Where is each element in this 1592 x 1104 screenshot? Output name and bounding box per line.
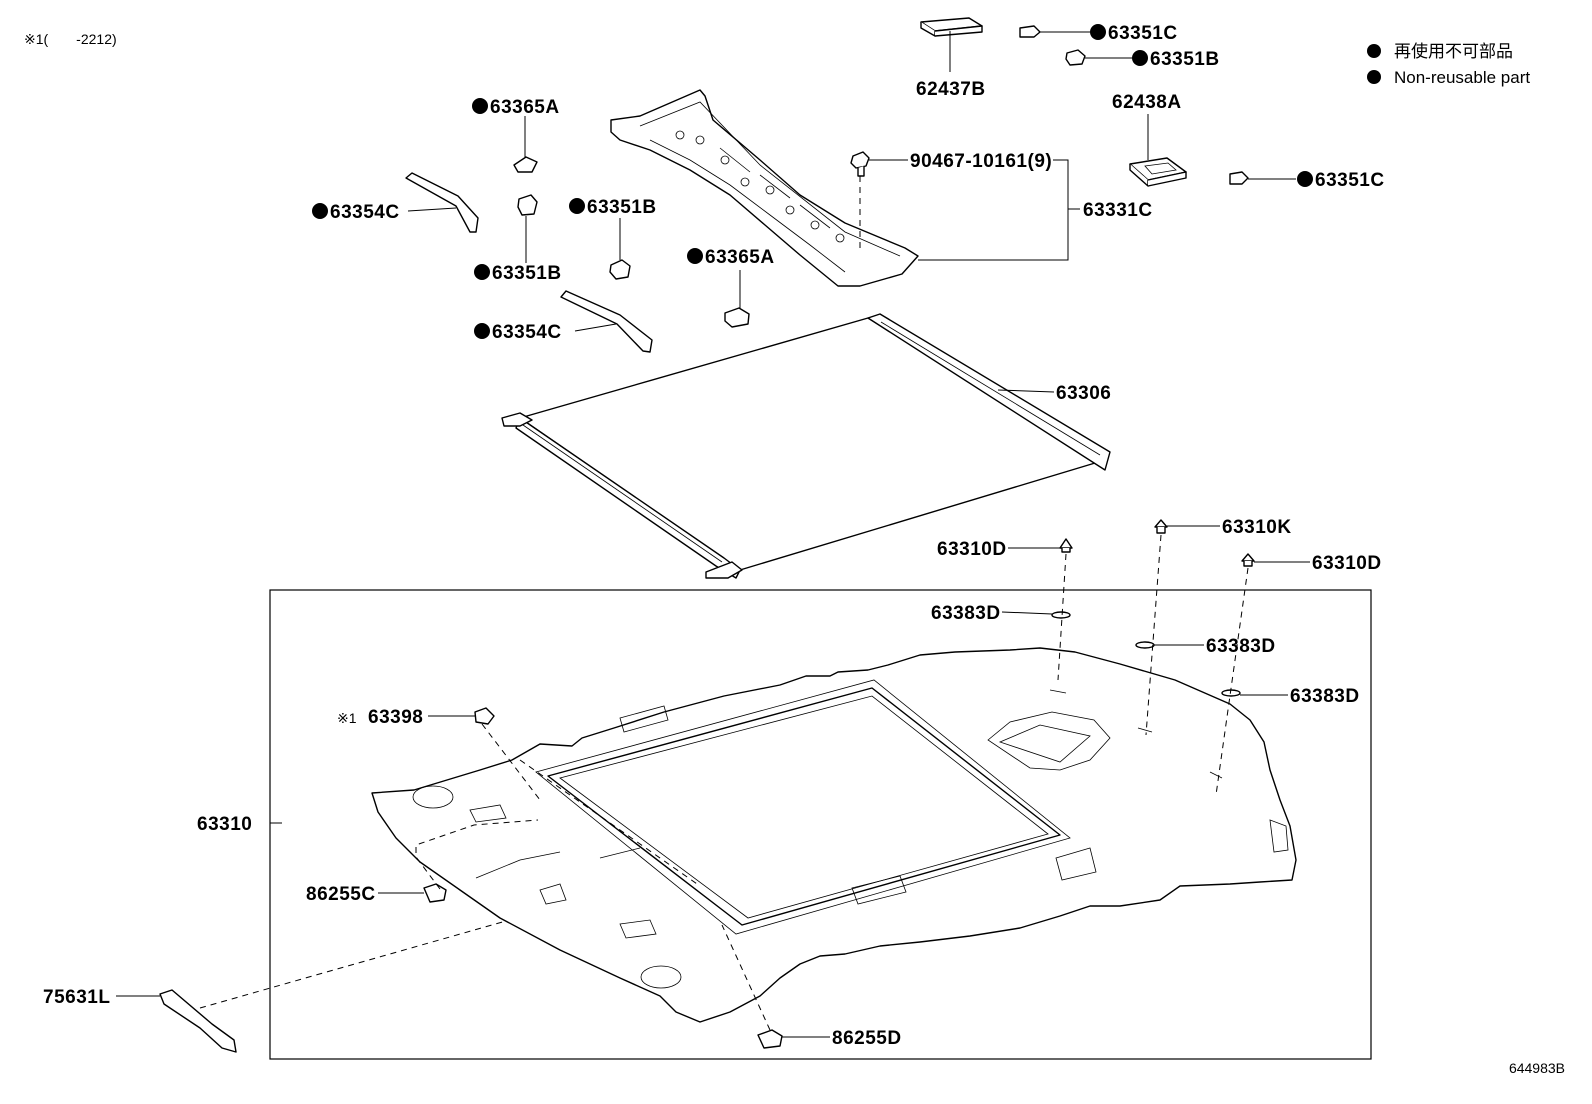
label-63351C-right[interactable]: 63351C (1315, 170, 1385, 191)
part-62438A-shape[interactable] (1129, 157, 1187, 187)
figure-id: 644983B (1509, 1060, 1565, 1076)
label-62437B[interactable]: 62437B (916, 79, 986, 100)
part-86255C-shape[interactable] (423, 883, 447, 903)
part-90467-clip-shape[interactable] (850, 151, 870, 177)
label-63354C-upper[interactable]: 63354C (330, 202, 400, 223)
part-63351C-right-shape[interactable] (1229, 171, 1249, 185)
label-63351B-mid[interactable]: 63351B (587, 197, 657, 218)
part-62437B-shape[interactable] (920, 17, 983, 37)
part-63310K-shape[interactable] (1154, 519, 1168, 534)
non-reusable-marker-icon (1132, 50, 1148, 66)
part-63351C-top-shape[interactable] (1019, 25, 1041, 38)
part-63365A-mid-shape[interactable] (724, 307, 750, 328)
legend-item-english: Non-reusable part (1394, 68, 1530, 87)
part-63310-group-box (269, 589, 1372, 1060)
legend-item-japanese: 再使用不可部品 (1394, 41, 1513, 61)
part-63310D-right-shape[interactable] (1241, 553, 1255, 567)
label-63383D-b[interactable]: 63383D (1206, 636, 1276, 657)
label-63383D-c[interactable]: 63383D (1290, 686, 1360, 707)
legend: 再使用不可部品 Non-reusable part (1367, 41, 1530, 87)
header-note: ※1( -2212) (24, 31, 117, 47)
non-reusable-marker-icon (474, 264, 490, 280)
part-63310-headliner-shape[interactable] (371, 647, 1297, 1023)
non-reusable-marker-icon (687, 248, 703, 264)
non-reusable-marker-icon (472, 98, 488, 114)
leader-lines (116, 31, 1310, 1038)
label-63310K[interactable]: 63310K (1222, 517, 1292, 538)
label-63351C-top[interactable]: 63351C (1108, 23, 1178, 44)
part-63383D-a-shape[interactable] (1051, 611, 1071, 619)
legend-bullet-icon (1367, 70, 1381, 84)
part-63354C-lower-shape[interactable] (560, 290, 653, 353)
part-63331C-shape[interactable] (610, 89, 919, 287)
non-reusable-marker-icon (569, 198, 585, 214)
label-63354C-lower[interactable]: 63354C (492, 322, 562, 343)
label-63398[interactable]: 63398 (368, 707, 423, 728)
non-reusable-marker-icon (312, 203, 328, 219)
label-75631L[interactable]: 75631L (43, 987, 110, 1008)
label-86255C[interactable]: 86255C (306, 884, 376, 905)
label-63351B-top[interactable]: 63351B (1150, 49, 1220, 70)
part-63351B-top-shape[interactable] (1065, 49, 1086, 66)
part-63351B-mid-shape[interactable] (517, 194, 538, 216)
part-63354C-upper-shape[interactable] (405, 172, 479, 233)
part-63365A-left-shape[interactable] (513, 156, 538, 173)
non-reusable-marker-icon (1297, 171, 1313, 187)
label-63331C[interactable]: 63331C (1083, 200, 1153, 221)
label-63398-prefix: ※1 (337, 710, 357, 726)
part-86255D-shape[interactable] (757, 1029, 783, 1049)
label-63306[interactable]: 63306 (1056, 383, 1111, 404)
label-86255D[interactable]: 86255D (832, 1028, 902, 1049)
label-63365A-mid[interactable]: 63365A (705, 247, 775, 268)
non-reusable-marker-icon (1090, 24, 1106, 40)
legend-bullet-icon (1367, 44, 1381, 58)
part-labels: 62437B 63351C 63351B 62438A 63351C 63365… (43, 23, 1385, 1049)
part-63383D-b-shape[interactable] (1135, 641, 1155, 649)
label-63365A-left[interactable]: 63365A (490, 97, 560, 118)
label-90467-10161[interactable]: 90467-10161(9) (910, 151, 1052, 172)
part-63310D-left-shape[interactable] (1059, 538, 1073, 553)
non-reusable-marker-icon (474, 323, 490, 339)
label-63310[interactable]: 63310 (197, 814, 252, 835)
label-63310D-right[interactable]: 63310D (1312, 553, 1382, 574)
label-63351B-low[interactable]: 63351B (492, 263, 562, 284)
part-63306-shape[interactable] (501, 313, 1111, 579)
part-75631L-shape[interactable] (159, 989, 237, 1053)
label-63310D-left[interactable]: 63310D (937, 539, 1007, 560)
part-63351B-low-shape[interactable] (609, 259, 631, 280)
label-62438A[interactable]: 62438A (1112, 92, 1182, 113)
label-63383D-a[interactable]: 63383D (931, 603, 1001, 624)
part-63398-shape[interactable] (474, 707, 495, 725)
